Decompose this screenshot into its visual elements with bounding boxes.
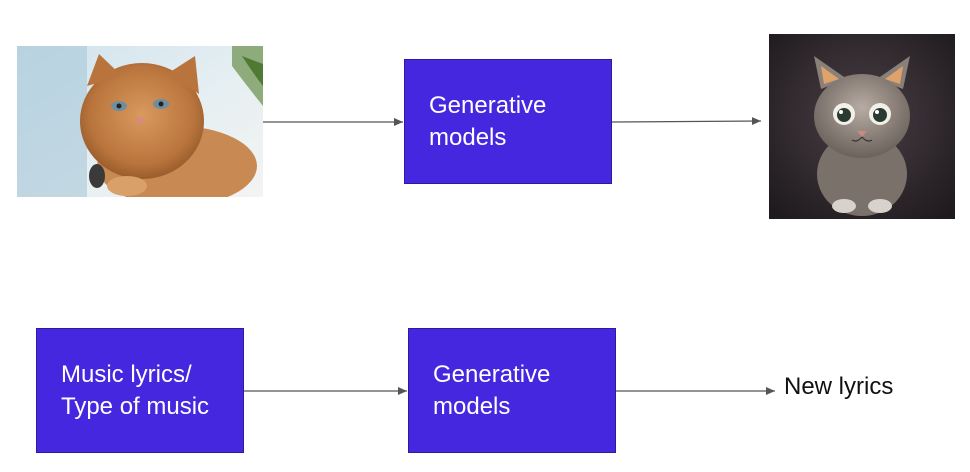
generative-models-label-line1-bottom: Generative bbox=[433, 360, 551, 388]
generative-models-box-bottom: Generative models bbox=[408, 328, 616, 453]
new-lyrics-output-text: New lyrics bbox=[784, 373, 894, 400]
generative-models-box-top: Generative models bbox=[404, 59, 612, 184]
generative-models-label-line2-bottom: models bbox=[433, 392, 511, 420]
music-input-label-line1: Music lyrics/ bbox=[61, 360, 192, 388]
output-cartoon-cat-image bbox=[769, 34, 955, 219]
input-kitten-photo bbox=[17, 46, 263, 197]
music-input-box: Music lyrics/ Type of music bbox=[36, 328, 244, 453]
generative-models-label-line1: Generative bbox=[429, 91, 547, 119]
generative-models-label-line2: models bbox=[429, 123, 507, 151]
music-input-label-line2: Type of music bbox=[61, 392, 210, 420]
arrow-model-to-cartoon bbox=[611, 117, 762, 126]
